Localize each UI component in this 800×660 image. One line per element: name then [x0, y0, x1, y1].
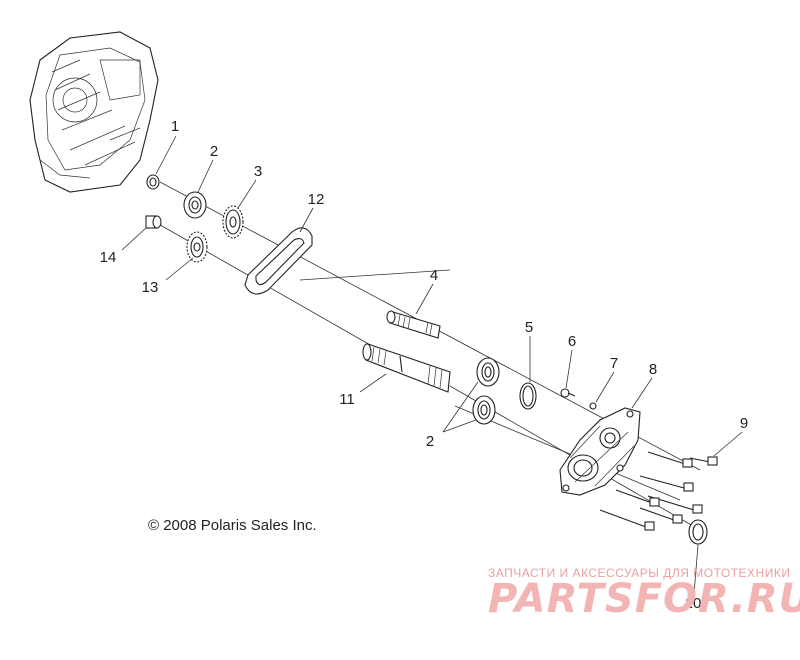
part-10-seal [688, 519, 708, 545]
part-2-bearing-lower-a [476, 357, 500, 387]
callout-1: 1 [171, 118, 179, 135]
callout-11: 11 [339, 391, 355, 408]
watermark-tagline: ЗАПЧАСТИ И АКСЕССУАРЫ ДЛЯ МОТОТЕХНИКИ [488, 566, 790, 580]
callout-8: 8 [649, 361, 657, 378]
callout-12: 12 [308, 191, 325, 208]
part-6-plug [560, 388, 576, 398]
part-7-pin [589, 402, 597, 410]
watermark-brand: PARTSFOR.RU [488, 576, 800, 622]
part-2-bearing-lower-b [472, 395, 496, 425]
callout-4: 4 [430, 267, 438, 284]
leader-lines [121, 135, 743, 595]
part-8-cover [559, 407, 641, 496]
transmission-housing [29, 31, 159, 193]
part-12-chain [244, 227, 313, 295]
callout-2-lower: 2 [426, 433, 434, 450]
part-5-oring [519, 382, 537, 410]
callout-14: 14 [100, 249, 117, 266]
callout-10: 10 [685, 595, 702, 612]
callout-3: 3 [254, 163, 262, 180]
part-14-bushing [145, 215, 162, 229]
callout-2-upper: 2 [210, 143, 218, 160]
callout-13: 13 [142, 279, 159, 296]
callout-labels: 1 2 3 12 14 13 4 5 6 7 8 9 11 2 10 [100, 118, 749, 612]
callout-9: 9 [740, 415, 748, 432]
part-4-shaft [386, 310, 441, 339]
part-11-main-shaft [362, 343, 451, 393]
callout-7: 7 [610, 355, 618, 372]
callout-6: 6 [568, 333, 576, 350]
callout-5: 5 [525, 319, 533, 336]
part-2-bearing-upper [183, 191, 207, 219]
part-13-gear [186, 231, 208, 263]
part-3-gear [222, 205, 244, 239]
copyright-text: © 2008 Polaris Sales Inc. [148, 517, 317, 534]
part-9-bolts [599, 451, 718, 531]
watermark: ЗАПЧАСТИ И АКСЕССУАРЫ ДЛЯ МОТОТЕХНИКИ PA… [488, 566, 800, 622]
part-1-washer [146, 174, 160, 190]
